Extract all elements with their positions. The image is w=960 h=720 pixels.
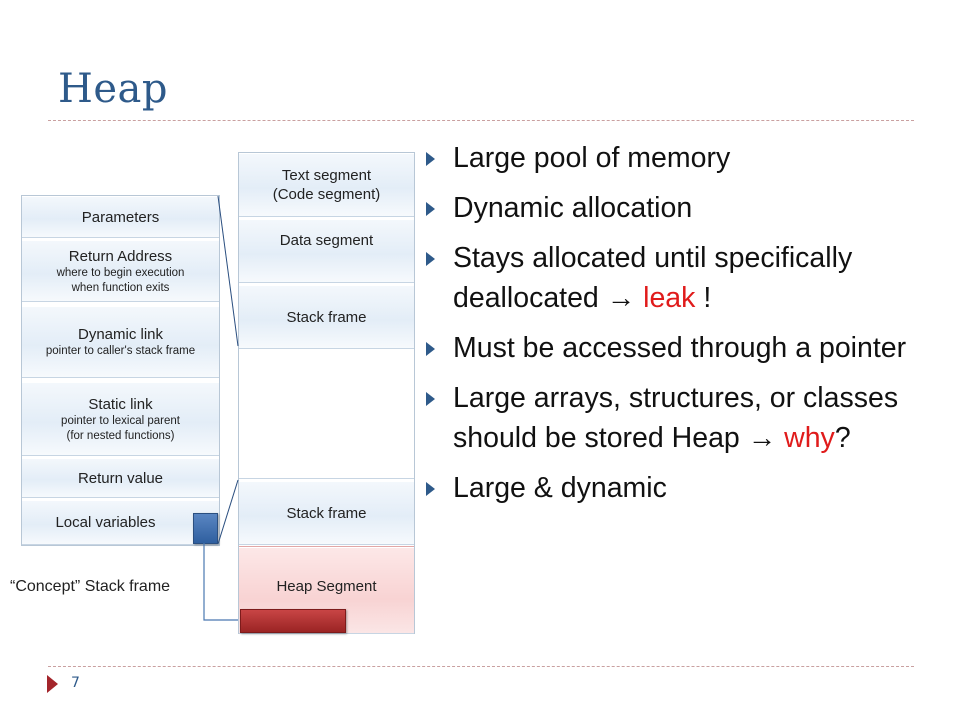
bullet-text: Dynamic allocation — [453, 192, 693, 224]
concept-stack-frame: Parameters Return Address where to begin… — [21, 195, 220, 546]
bullet-triangle-icon — [426, 252, 435, 266]
bullet-text: Large arrays, structures, or classes sho… — [453, 382, 899, 454]
segment-data: Data segment — [239, 219, 414, 283]
bullet-text-suffix: ! — [695, 282, 712, 314]
frame-top-connector — [217, 195, 239, 347]
bullet-item: Must be accessed through a pointer — [424, 328, 924, 368]
bullet-text: Stays allocated until specifically deall… — [453, 242, 853, 314]
cell-sublabel: pointer to caller's stack frame — [45, 345, 196, 357]
segment-stack-frame-bottom: Stack frame — [239, 481, 414, 545]
cell-sublabel: (for nested functions) — [66, 429, 175, 442]
bullet-item: Large & dynamic — [424, 468, 924, 508]
cell-return-address: Return Address where to begin execution … — [22, 240, 219, 302]
bullet-item: Dynamic allocation — [424, 188, 924, 228]
footer-divider — [48, 666, 914, 667]
cell-label: Local variables — [55, 514, 156, 531]
cell-label: Static link — [88, 395, 153, 413]
bullet-triangle-icon — [426, 392, 435, 406]
bullet-item: Large pool of memory — [424, 138, 924, 178]
bullet-highlight: why — [784, 422, 835, 454]
segment-free-space — [239, 351, 414, 479]
bullet-highlight: leak — [643, 282, 696, 314]
bullet-triangle-icon — [426, 342, 435, 356]
bullet-item: Large arrays, structures, or classes sho… — [424, 378, 924, 458]
pointer-variable-box — [193, 513, 218, 544]
cell-return-value: Return value — [22, 458, 219, 498]
bullet-text: Must be accessed through a pointer — [453, 332, 907, 364]
cell-dynamic-link: Dynamic link pointer to caller's stack f… — [22, 306, 219, 378]
bullet-text: Large pool of memory — [453, 142, 731, 174]
cell-label: Return value — [77, 469, 164, 487]
cell-parameters: Parameters — [22, 196, 219, 238]
bullet-triangle-icon — [426, 482, 435, 496]
segment-label: Stack frame — [286, 504, 367, 522]
cell-label: Parameters — [81, 208, 160, 226]
memory-layout: Text segment (Code segment) Data segment… — [238, 152, 415, 634]
segment-label: Data segment — [279, 231, 374, 249]
arrow-icon: → — [747, 422, 777, 454]
frame-bottom-connector — [217, 479, 239, 545]
cell-sublabel: when function exits — [71, 281, 170, 294]
bullet-text: Large & dynamic — [453, 472, 667, 504]
page-marker-icon — [47, 675, 58, 693]
slide-title: Heap — [58, 66, 169, 112]
title-divider — [48, 120, 914, 121]
arrow-icon: → — [606, 282, 636, 314]
bullet-triangle-icon — [426, 152, 435, 166]
cell-label: Dynamic link — [77, 326, 164, 343]
segment-label: Heap Segment — [276, 578, 377, 595]
bullet-triangle-icon — [426, 202, 435, 216]
bullet-text-suffix: ? — [834, 422, 851, 454]
bullet-item: Stays allocated until specifically deall… — [424, 238, 924, 318]
concept-caption: “Concept” Stack frame — [10, 578, 171, 595]
segment-sublabel: (Code segment) — [272, 186, 381, 203]
heap-allocated-block — [240, 609, 346, 633]
cell-sublabel: where to begin execution — [56, 266, 185, 279]
bullet-list: Large pool of memory Dynamic allocation … — [424, 138, 924, 518]
page-number: 7 — [71, 675, 80, 691]
segment-label: Stack frame — [286, 308, 367, 326]
cell-static-link: Static link pointer to lexical parent (f… — [22, 382, 219, 456]
segment-stack-frame-top: Stack frame — [239, 285, 414, 349]
segment-label: Text segment — [281, 167, 372, 184]
cell-local-variables: Local variables — [22, 500, 219, 545]
segment-text: Text segment (Code segment) — [239, 153, 414, 217]
pointer-arrow — [203, 543, 238, 621]
cell-label: Return Address — [68, 247, 173, 265]
cell-sublabel: pointer to lexical parent — [61, 414, 180, 427]
